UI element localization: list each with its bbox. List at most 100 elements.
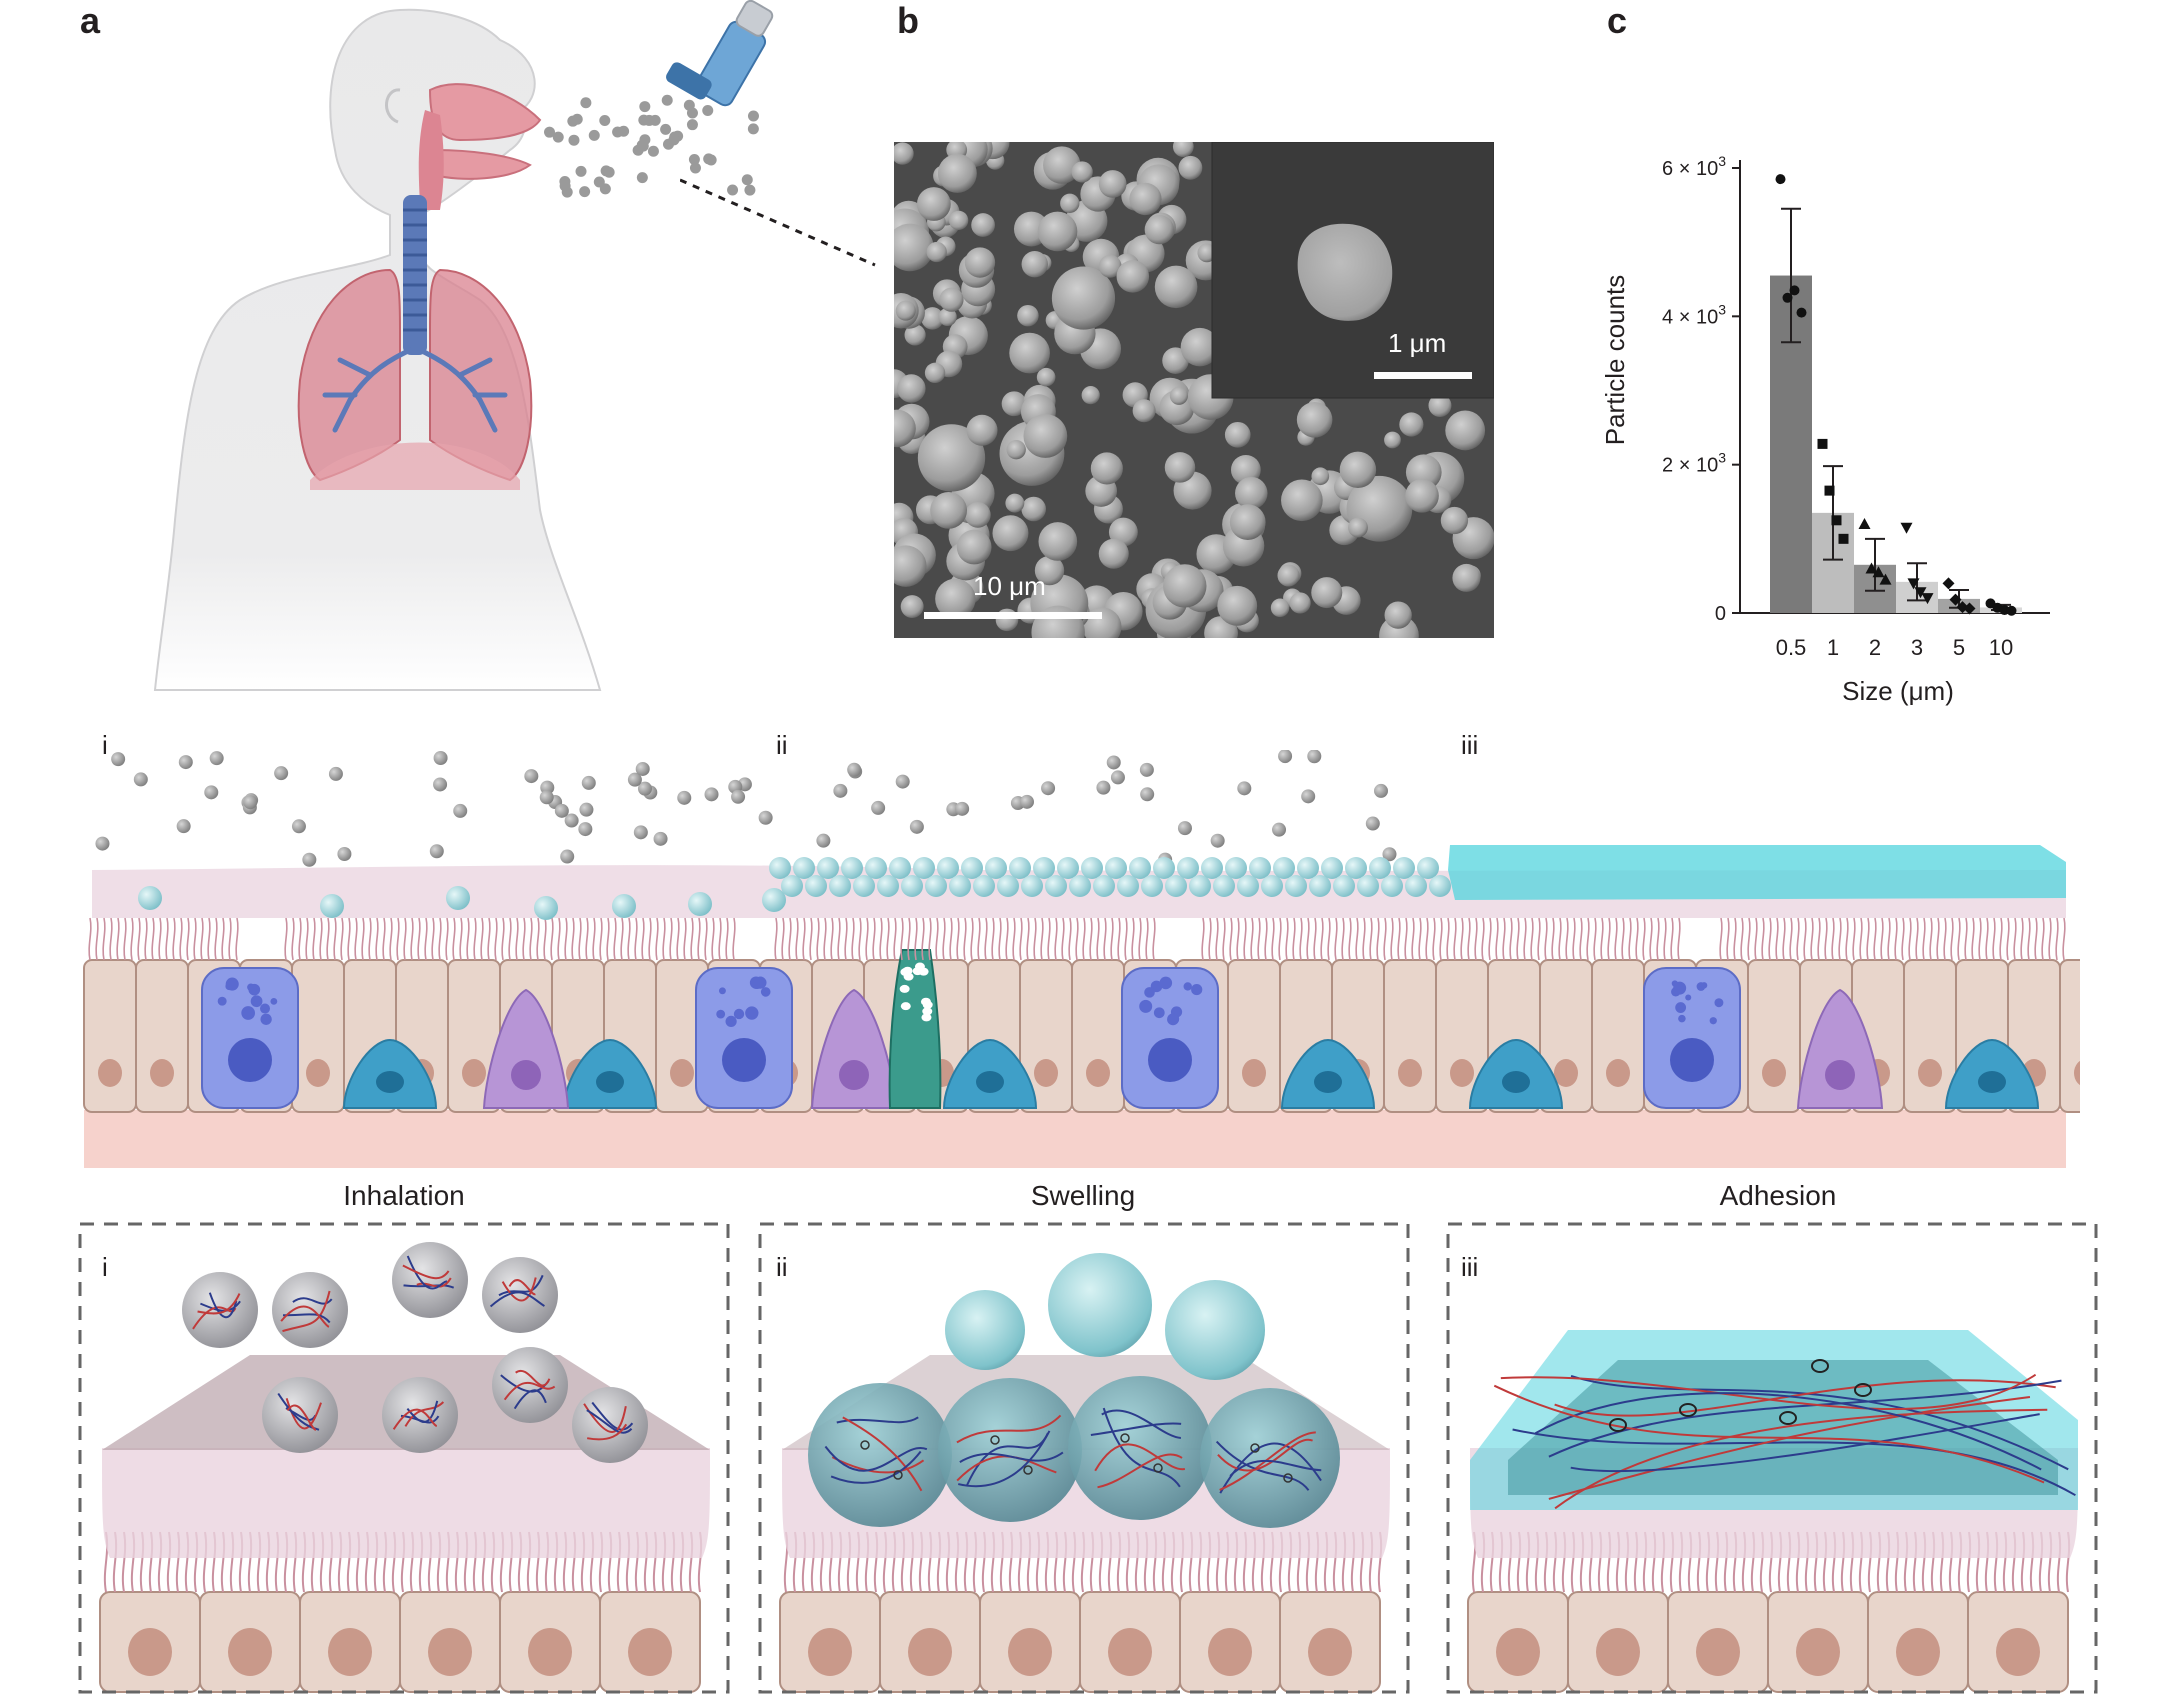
cilium [1957, 917, 1961, 961]
polymer-chain [1570, 1413, 2040, 1473]
cilium [893, 917, 897, 961]
y-tick-label: 4 × 103 [1662, 301, 1726, 328]
dry-particle [581, 775, 596, 790]
dry-particle [1110, 770, 1125, 785]
cilium [1397, 917, 1401, 961]
cilium [1026, 917, 1030, 961]
cilium [1796, 917, 1800, 961]
ciliated-cell [2059, 959, 2080, 1113]
cilium [1341, 917, 1345, 961]
nucleus [1606, 1059, 1630, 1087]
sem-particle [1311, 467, 1330, 486]
sem-particle [894, 223, 934, 272]
zoom-nucleus [528, 1628, 572, 1676]
sem-particle [1289, 592, 1311, 614]
dry-particle [133, 772, 148, 787]
cilium [1642, 917, 1646, 961]
cilium [1901, 917, 1905, 961]
cilium [1964, 917, 1968, 961]
mucin-granule [241, 1006, 256, 1020]
sem-particle [1043, 146, 1081, 184]
aerosol-particle [639, 101, 651, 113]
sem-particle [1235, 476, 1268, 510]
cilium [1320, 917, 1324, 961]
sem-particle [1038, 522, 1078, 561]
nucleus [150, 1059, 174, 1087]
cilium [144, 917, 148, 961]
aerosol-particle [686, 119, 698, 131]
cilium [291, 917, 295, 961]
cilium [1075, 917, 1079, 961]
mucin-granule [1671, 980, 1678, 987]
swollen-particle [973, 875, 995, 897]
sem-particle [1144, 214, 1174, 245]
data-point [1858, 518, 1871, 529]
sem-particle [1036, 367, 1056, 387]
tuft-granule [920, 997, 931, 1006]
mucin-granule [716, 1009, 726, 1019]
polymer-chain [1570, 1375, 2069, 1471]
sem-particle [1178, 155, 1203, 180]
dry-particle [1374, 783, 1389, 798]
cilium [998, 917, 1002, 961]
dry-particle [833, 783, 848, 798]
swollen-particle [1297, 857, 1319, 879]
mechanism-zoom-boxes [78, 1222, 2098, 1694]
dry-particle [955, 801, 970, 816]
diaphragm [310, 442, 520, 490]
cilium [1215, 917, 1219, 961]
cilium [1453, 917, 1457, 961]
sem-particle [1452, 563, 1481, 592]
cilium [473, 917, 477, 961]
crosslink [1153, 1463, 1163, 1473]
cilium [2006, 917, 2010, 961]
polymer-chain [1534, 1392, 2042, 1471]
cilium [1404, 917, 1408, 961]
sem-particle [1017, 304, 1039, 327]
cilium [1614, 917, 1618, 961]
inhaler [666, 0, 774, 107]
mucin-granule [1183, 982, 1192, 991]
dry-particle [95, 836, 110, 851]
x-tick-label: 3 [1911, 635, 1923, 660]
cilium [781, 917, 785, 961]
zoom-nucleus [1008, 1628, 1052, 1676]
cilium [1327, 917, 1331, 961]
data-point [1907, 578, 1920, 590]
y-tick-label: 0 [1715, 603, 1726, 625]
swollen-particle [1249, 857, 1271, 879]
cilium [1383, 917, 1387, 961]
swelling-particle [612, 894, 636, 918]
cilium [389, 917, 393, 961]
dry-particle [429, 844, 444, 859]
sem-particle [900, 595, 924, 618]
swollen-particle [1381, 875, 1403, 897]
polymer-chain [1554, 1408, 2048, 1510]
cilium [1985, 917, 1989, 961]
cilium [585, 917, 589, 961]
crosslink [1120, 1433, 1130, 1443]
bronchial-tree [322, 347, 508, 433]
cilium [655, 917, 659, 961]
x-tick-label: 10 [1989, 635, 2013, 660]
cilium [1978, 917, 1982, 961]
cilium [1649, 917, 1653, 961]
cilium [1376, 917, 1380, 961]
mucin-granule [1191, 983, 1203, 996]
swollen-particle [1033, 857, 1055, 879]
polymer-chain [498, 1274, 544, 1297]
data-point [1942, 577, 1955, 590]
aerosol-particles [544, 94, 759, 198]
tuft-granule [899, 984, 910, 993]
dry-particle [1139, 762, 1154, 777]
swelling-particle [762, 888, 786, 912]
zoom-nucleus [1996, 1628, 2040, 1676]
sem-particle [971, 213, 995, 237]
dry-particle [1177, 821, 1192, 836]
mucin-granule [1139, 999, 1153, 1013]
tuft-granule [900, 1002, 911, 1011]
polymer-chain [1493, 1384, 2045, 1484]
cilium [312, 917, 316, 961]
panel-c-label: c [1607, 0, 1628, 41]
x-tick-label: 2 [1869, 635, 1881, 660]
